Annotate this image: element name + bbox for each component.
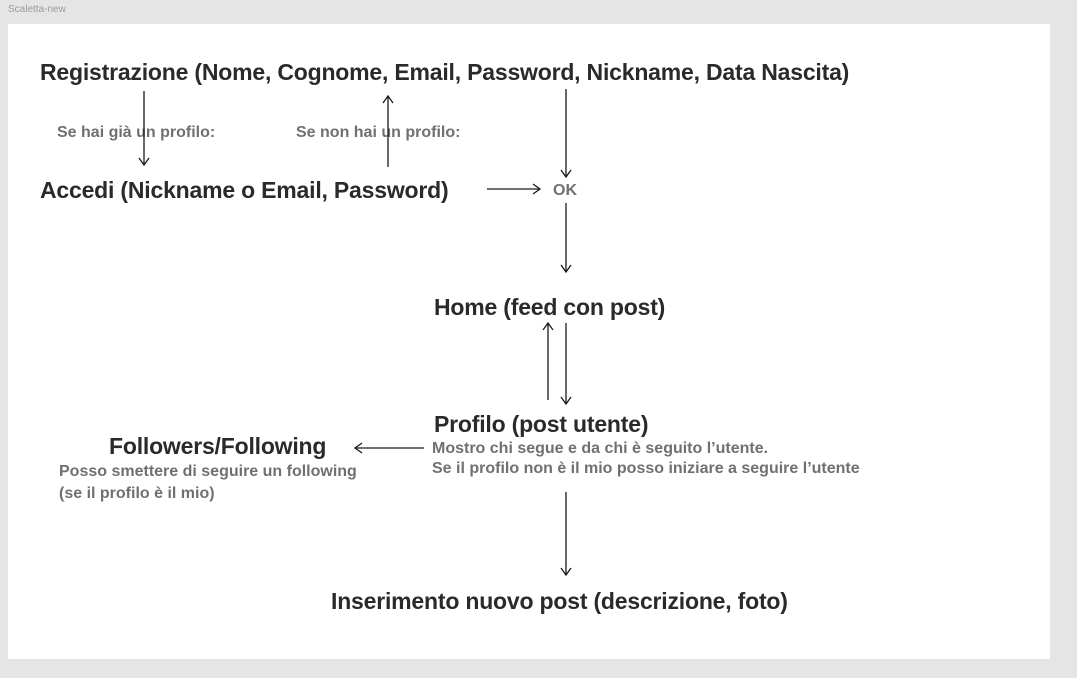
label-se-hai-profilo: Se hai già un profilo:	[57, 124, 216, 141]
node-followers-following: Followers/Following	[109, 433, 327, 459]
profilo-note-2: Se il profilo non è il mio posso iniziar…	[432, 460, 860, 477]
node-home: Home (feed con post)	[434, 294, 666, 320]
followers-note-1: Posso smettere di seguire un following	[59, 463, 357, 480]
profilo-note-1: Mostro chi segue e da chi è seguito l’ut…	[432, 440, 769, 457]
flow-frame[interactable]	[8, 24, 1050, 659]
node-profilo: Profilo (post utente)	[434, 411, 649, 437]
followers-note-2: (se il profilo è il mio)	[59, 485, 215, 502]
node-accedi: Accedi (Nickname o Email, Password)	[40, 177, 449, 203]
node-inserimento: Inserimento nuovo post (descrizione, fot…	[331, 588, 788, 614]
label-se-non-hai-profilo: Se non hai un profilo:	[296, 124, 461, 141]
node-ok: OK	[553, 182, 577, 199]
node-registrazione: Registrazione (Nome, Cognome, Email, Pas…	[40, 59, 850, 85]
frame-label[interactable]: Scaletta-new	[8, 4, 66, 15]
